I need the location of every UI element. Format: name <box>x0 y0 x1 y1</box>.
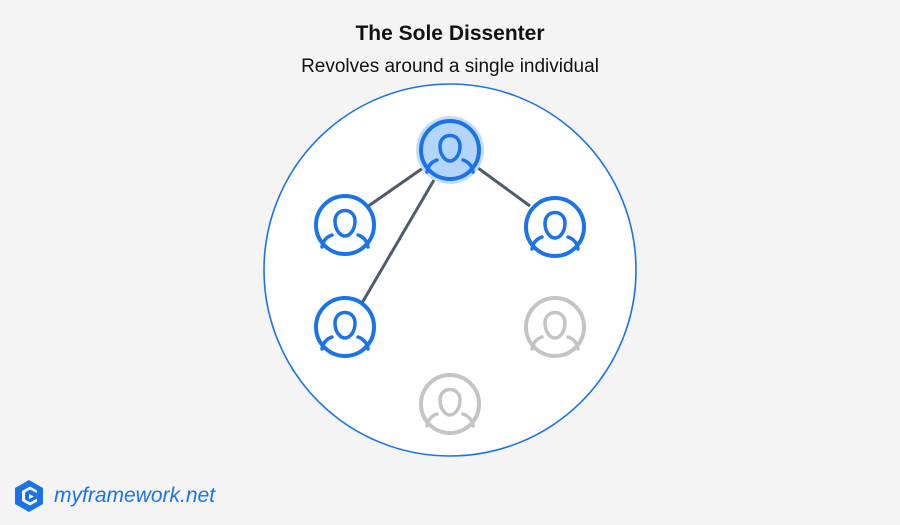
node-left-upper <box>314 194 376 256</box>
connector-center-left-upper <box>366 166 424 209</box>
person-icon <box>530 210 580 251</box>
diagram-title: The Sole Dissenter <box>355 22 545 45</box>
connector-center-left-lower <box>360 179 436 304</box>
group-circle <box>263 83 637 457</box>
diagram-subtitle: Revolves around a single individual <box>301 56 599 77</box>
brand-name: myframework.net <box>54 484 216 507</box>
person-icon <box>425 133 475 174</box>
node-bottom <box>419 373 481 435</box>
node-right-lower <box>524 296 586 358</box>
node-center <box>416 116 484 184</box>
brand-cube-icon <box>15 480 43 512</box>
person-icon <box>530 310 580 351</box>
connector-center-right-upper <box>477 166 531 208</box>
person-icon <box>320 310 370 351</box>
person-icon <box>425 387 475 428</box>
brand[interactable]: myframework.net <box>12 478 215 514</box>
node-left-lower <box>314 296 376 358</box>
person-icon <box>320 208 370 249</box>
node-right-upper <box>524 196 586 258</box>
